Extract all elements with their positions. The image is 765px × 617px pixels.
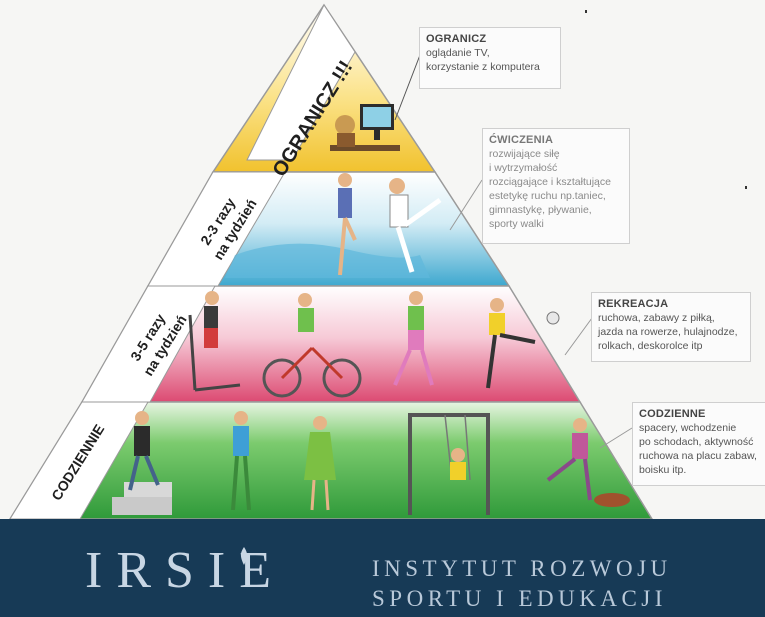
rollerblade-figure — [393, 291, 434, 386]
speck — [585, 10, 587, 13]
tv-desk-illustration — [330, 104, 400, 151]
dancer-figure — [338, 173, 357, 276]
water-illustration — [225, 243, 430, 278]
note-codzienne-line: ruchowa na placu zabaw, — [639, 450, 757, 462]
level-second-label-strip — [147, 171, 286, 287]
walking-boy-figure — [128, 411, 160, 491]
note-ogranicz-line: oglądanie TV, — [426, 47, 490, 59]
swing-illustration — [408, 413, 490, 515]
karate-figure — [389, 178, 442, 273]
note-rekreacja-line: ruchowa, zabawy z piłką, — [598, 312, 715, 324]
note-cwiczenia-line: sporty walki — [489, 218, 544, 230]
note-cwiczenia-line: estetykę ruchu np.taniec, — [489, 190, 606, 202]
level-third-label-strip — [81, 285, 216, 403]
activity-pyramid: OGRANICZ !!! 2-3 razy na tydzień 3-5 raz… — [8, 3, 654, 520]
note-ogranicz-title: OGRANICZ — [426, 33, 487, 45]
walking-child-figure — [231, 411, 251, 511]
note-rekreacja-title: REKREACJA — [598, 298, 669, 310]
football-figure — [486, 298, 560, 389]
note-cwiczenia: ĆWICZENIA rozwijające siłę i wytrzymałoś… — [482, 128, 630, 244]
speck — [745, 186, 747, 189]
footer-banner — [0, 519, 765, 617]
torch-flame-icon — [240, 547, 248, 565]
rekreacja-connector — [564, 317, 593, 356]
note-ogranicz-line: korzystanie z komputera — [426, 61, 540, 73]
note-ogranicz: OGRANICZ oglądanie TV, korzystanie z kom… — [419, 27, 561, 89]
note-cwiczenia-line: gimnastykę, pływanie, — [489, 204, 592, 216]
irsie-logo: IRSIE — [85, 542, 285, 599]
codzienne-connector — [599, 427, 633, 449]
note-codzienne-title: CODZIENNE — [639, 408, 706, 420]
note-codzienne-line: spacery, wchodzenie — [639, 422, 737, 434]
note-codzienne-line: boisku itp. — [639, 464, 687, 476]
institute-name-line1: INSTYTUT ROZWOJU — [372, 556, 672, 581]
note-rekreacja-line: jazda na rowerze, hulajnodze, — [598, 326, 738, 338]
note-codzienne: CODZIENNE spacery, wchodzenie po schodac… — [632, 402, 765, 486]
stairs-illustration — [112, 482, 172, 515]
note-cwiczenia-title: ĆWICZENIA — [489, 134, 554, 146]
ogranicz-connector — [394, 54, 421, 121]
bicycle-figure — [262, 293, 362, 398]
note-rekreacja: REKREACJA ruchowa, zabawy z piłką, jazda… — [591, 292, 751, 362]
note-cwiczenia-line: i wytrzymałość — [489, 162, 558, 174]
dog-walk-figure — [546, 418, 630, 507]
scooter-figure — [188, 291, 241, 392]
level-top-label-strip — [246, 3, 356, 161]
note-cwiczenia-line: rozwijające siłę — [489, 148, 560, 160]
note-rekreacja-line: rolkach, deskorolce itp — [598, 340, 703, 352]
note-codzienne-line: po schodach, aktywność — [639, 436, 754, 448]
institute-name-line2: SPORTU I EDUKACJI — [372, 586, 667, 611]
note-cwiczenia-line: rozciągające i kształtujące — [489, 176, 611, 188]
cwiczenia-connector — [449, 179, 483, 231]
girl-figure — [304, 416, 336, 511]
